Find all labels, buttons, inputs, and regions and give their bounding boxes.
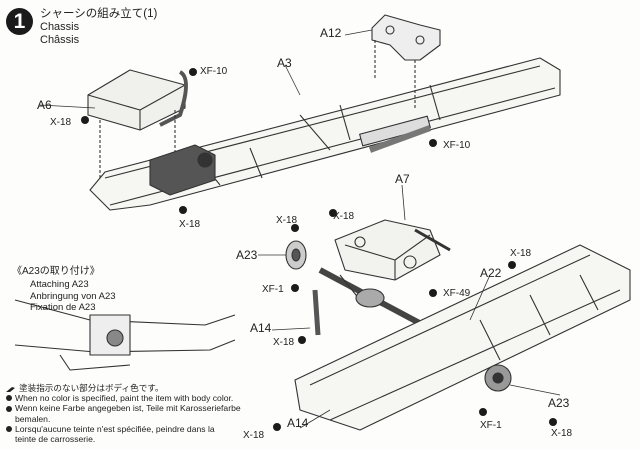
label-x18-below: X-18 [179, 219, 201, 230]
a14-upper-shock [312, 289, 321, 336]
bullet-icon [6, 425, 12, 432]
label-x18-a14: X-18 [273, 337, 295, 348]
a6-box [87, 69, 188, 180]
inset-line-de: Anbringung von A23 [30, 290, 116, 302]
label-xf49: XF-49 [443, 288, 471, 299]
note-de-2: bemalen. [15, 413, 51, 424]
inset-line-en: Attaching A23 [30, 279, 89, 290]
inset-subtitle: Attaching A23 Anbringung von A23 Fixatio… [30, 279, 116, 314]
label-a14-upper: A14 [250, 321, 272, 335]
step-title: シャーシの組み立て(1) Chassis Châssis [40, 8, 157, 47]
label-x18-right: X-18 [510, 248, 532, 259]
label-a14-lower: A14 [287, 416, 309, 430]
a7-gearbox [334, 219, 451, 281]
label-x18-left: X-18 [50, 117, 72, 128]
leader-lines [39, 29, 561, 429]
inset-drawing [14, 299, 236, 371]
label-a23-left: A23 [236, 248, 258, 262]
lower-chassis-frame [294, 244, 631, 431]
label-a3: A3 [277, 56, 292, 70]
label-a6: A6 [37, 98, 52, 112]
screw-markers [81, 68, 557, 431]
label-x18-bottom-right: X-18 [551, 428, 573, 439]
bullet-icon [6, 395, 12, 402]
label-x18-mid: X-18 [333, 211, 355, 222]
label-x18-mid-left: X-18 [276, 215, 298, 226]
note-en: When no color is specified, paint the it… [15, 393, 234, 404]
title-fr: Châssis [40, 34, 80, 46]
label-xf1-bottom: XF-1 [480, 420, 502, 431]
a12-bracket [371, 14, 441, 110]
label-xf10-right: XF-10 [443, 140, 471, 151]
label-a12: A12 [320, 26, 342, 40]
label-a23-right: A23 [548, 396, 570, 410]
paint-brush-icon [6, 385, 16, 392]
label-xf1-left: XF-1 [262, 284, 284, 295]
label-xf10-top: XF-10 [200, 66, 228, 77]
bullet-icon [6, 405, 12, 412]
title-en: Chassis [40, 21, 80, 33]
note-jp: 塗装指示のない部分はボディ色です。 [19, 383, 164, 393]
engine-block [149, 144, 216, 196]
paint-notes: 塗装指示のない部分はボディ色です。 When no color is speci… [6, 383, 326, 444]
note-fr-1: Lorsqu'aucune teinte n'est spécifiée, pe… [15, 423, 215, 434]
inset-line-fr: Fixation de A23 [30, 302, 96, 313]
a23-left-hub [285, 240, 307, 270]
a3-rod [368, 125, 432, 153]
note-fr-2: teinte de carrosserie. [15, 434, 96, 445]
label-a7: A7 [395, 172, 410, 186]
label-a22: A22 [480, 266, 502, 280]
note-de-1: Wenn keine Farbe angegeben ist, Teile mi… [15, 403, 241, 414]
step-number-badge: 1 [6, 8, 33, 35]
inset-heading: 《A23の取り付け》 [12, 266, 100, 277]
label-x18-bottom-left: X-18 [243, 430, 265, 441]
title-jp: シャーシの組み立て(1) [40, 8, 158, 20]
